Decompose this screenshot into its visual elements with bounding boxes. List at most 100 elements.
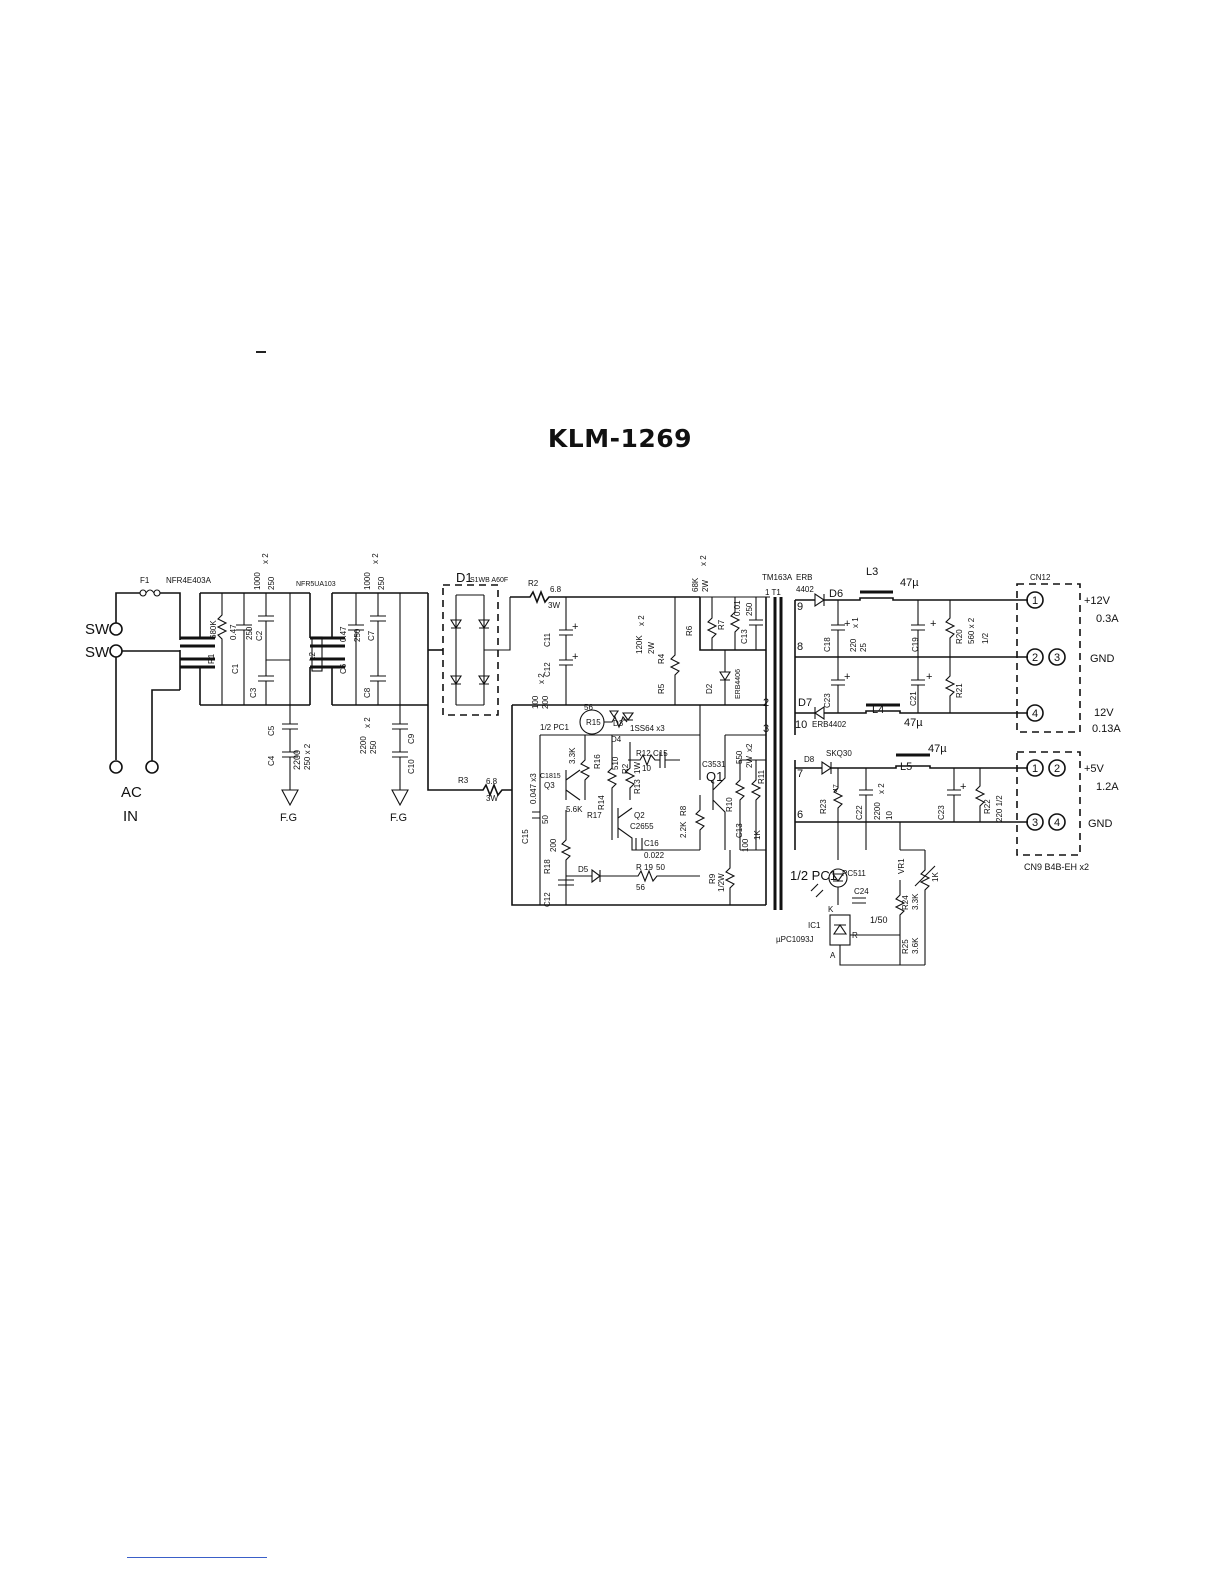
r19-value: 50 [656, 863, 665, 872]
d2-part: ERB4406 [735, 669, 742, 699]
c22-rating: 10 [885, 811, 894, 820]
filter-2-part: NFR5UA103 [296, 581, 336, 588]
svg-text:+: + [844, 618, 850, 630]
c5-label: C5 [267, 725, 276, 736]
c13-label: C13 [740, 629, 749, 644]
r16-label: R16 [593, 754, 602, 769]
c24-label: C24 [854, 887, 869, 896]
out-neg12v: 12V [1094, 707, 1114, 719]
c18-count: x 1 [851, 617, 860, 628]
cn12-pin-1 [1026, 591, 1044, 609]
stray-mark [256, 351, 266, 353]
c23-label: C23 [823, 693, 832, 708]
c15-label: C15 [653, 749, 668, 758]
r23-label: R23 [819, 799, 828, 814]
r18-label: R18 [543, 859, 552, 874]
c12-value: 100 [531, 695, 540, 709]
r19-label: R 19 [636, 863, 653, 872]
r56-value: 56 [636, 883, 645, 892]
c14-value: 0.047 x3 [529, 773, 538, 804]
page-title: KLM-1269 [547, 424, 693, 453]
ic1-part: µPC1093J [776, 935, 814, 944]
pin-2: 2 [763, 697, 769, 709]
sw-label-2: SW [85, 644, 110, 661]
c13b-label: C13 [735, 823, 744, 838]
r18-value: 200 [549, 838, 558, 852]
d7-label: D7 [798, 697, 812, 709]
transformer-ref: 1 T1 [765, 588, 781, 597]
c18-rating: 25 [859, 643, 868, 652]
c2-value: 1000 [253, 572, 262, 590]
r4-count: x 2 [637, 615, 646, 626]
cn9-pin-2 [1048, 759, 1066, 777]
r4-value: 120K [635, 635, 644, 654]
cn9-pin-4 [1048, 813, 1066, 831]
r24-value: 3.3K [911, 893, 920, 910]
cn12-pin-3-num: 3 [1054, 652, 1060, 664]
r1-value: 680K [209, 620, 218, 639]
c1-label: C1 [231, 663, 240, 674]
r6-label: R6 [685, 625, 694, 636]
ic1-a: A [830, 951, 836, 960]
c12b-label: C12 [543, 892, 552, 907]
transformer-erb: ERB [796, 573, 812, 582]
fg-label-2: F.G [390, 812, 407, 824]
d8-label: D8 [804, 755, 815, 764]
r13-label: R13 [633, 779, 642, 794]
c2-rating: 250 [267, 576, 276, 590]
cn9-pin-1 [1026, 759, 1044, 777]
cn9-pin-4-num: 4 [1054, 817, 1060, 829]
svg-text:+: + [844, 671, 850, 683]
c45-rating: 250 x 2 [303, 743, 312, 770]
c6-value: 0.47 [339, 626, 348, 642]
c12-count: x 2 [537, 673, 546, 684]
d3-label: D3 [613, 719, 624, 728]
c9-label: C9 [407, 733, 416, 744]
input-caps-1: R1 680K C1 0.47 250 C2 1000 250 x 2 C3 C… [207, 553, 312, 824]
c11-label: C11 [543, 632, 552, 647]
c23b-label: C23 [937, 805, 946, 820]
c45-value: 2200 [292, 750, 302, 770]
out-5v-current: 1.2A [1096, 781, 1119, 793]
c14-label: C15 [521, 829, 530, 844]
r2-watt: 3W [548, 601, 560, 610]
line-filter-2: NFR5UA103 L2 [296, 581, 428, 706]
r25-value: 3.6K [911, 937, 920, 954]
vr1-value: 1K [931, 872, 940, 882]
out-12v-current: 0.3A [1096, 613, 1119, 625]
r20-watt: 1/2 [981, 632, 990, 644]
c7-rating: 250 [377, 576, 386, 590]
pin-10: 10 [795, 719, 807, 731]
c910-value: 2200 [359, 736, 368, 754]
c19-label: C19 [911, 637, 920, 652]
out-5v: +5V [1084, 763, 1105, 775]
ac-input-section: SW SW AC IN F1 [85, 576, 181, 825]
r3-label: R3 [458, 776, 469, 785]
c8-label: C8 [363, 687, 372, 698]
transformer-part: TM163A [762, 573, 793, 582]
d5-label: D5 [578, 865, 589, 874]
l2-label: L2 [308, 652, 317, 661]
d8-part: SKQ30 [826, 749, 852, 758]
ic1-k: K [828, 905, 834, 914]
c1-value: 0.47 [229, 624, 238, 640]
r22-label: R22 [983, 799, 992, 814]
r15-label: R15 [586, 718, 601, 727]
d1-label: D1 [456, 570, 473, 585]
out-gnd: GND [1090, 653, 1115, 665]
r16-value: 3.3K [568, 747, 577, 764]
r23-value: 47 [833, 784, 840, 792]
d6-label: D6 [829, 588, 843, 600]
r9-label: R9 [708, 873, 717, 884]
out-neg12v-current: 0.13A [1092, 723, 1121, 735]
cn9-pin-2-num: 2 [1054, 763, 1060, 775]
c16-value: 0.022 [644, 851, 665, 860]
c7-count: x 2 [371, 553, 380, 564]
pin-3: 3 [763, 723, 769, 735]
sw-label-1: SW [85, 621, 110, 638]
l4-value: 47µ [904, 717, 923, 729]
c24-value: 1/50 [870, 915, 888, 925]
pc1b-label: 1/2 PC1 [790, 868, 837, 883]
out-12v: +12V [1084, 595, 1111, 607]
c1-rating: 250 [245, 626, 254, 640]
